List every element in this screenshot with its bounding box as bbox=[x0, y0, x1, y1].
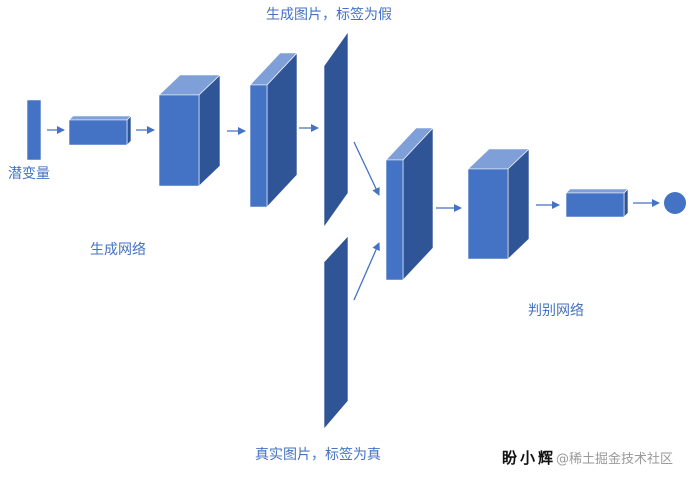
generator-layer-1-front bbox=[68, 119, 128, 146]
latent-variable-label: 潜变量 bbox=[8, 166, 50, 182]
discriminator-layer-3-side bbox=[623, 188, 629, 218]
discriminator-layer-2 bbox=[467, 148, 530, 260]
generator-layer-2 bbox=[158, 74, 221, 187]
discriminator-network-label: 判别网络 bbox=[528, 303, 584, 319]
fake-images-label: 生成图片，标签为假 bbox=[266, 7, 392, 23]
real-images-label: 真实图片，标签为真 bbox=[255, 447, 381, 463]
generated-images-slab-face bbox=[323, 31, 349, 228]
generator-network-label: 生成网络 bbox=[90, 242, 146, 258]
real-images-slab-face bbox=[323, 235, 349, 430]
generator-layer-3-front bbox=[249, 84, 268, 208]
generator-layer-2-side bbox=[198, 74, 221, 187]
discriminator-layer-1 bbox=[385, 127, 434, 281]
discriminator-layer-2-front bbox=[467, 168, 509, 260]
generator-layer-2-front bbox=[158, 94, 200, 187]
discriminator-layer-3-top bbox=[565, 188, 629, 194]
arrow-real-to-d1 bbox=[353, 242, 380, 301]
arrow-generated-to-d1 bbox=[353, 141, 380, 196]
generator-layer-3 bbox=[249, 52, 298, 208]
latent-vector-block bbox=[26, 99, 42, 161]
latent-vector-block-front bbox=[26, 99, 42, 161]
discriminator-layer-1-front bbox=[385, 159, 404, 281]
generator-layer-1 bbox=[68, 115, 132, 146]
discriminator-layer-3 bbox=[565, 188, 629, 218]
generator-layer-1-side bbox=[126, 115, 132, 146]
generator-layer-1-top bbox=[68, 115, 132, 121]
watermark-author: 盼小辉 bbox=[502, 449, 557, 467]
generated-images-slab bbox=[323, 31, 349, 228]
watermark: 盼小辉@稀土掘金技术社区 bbox=[502, 449, 673, 469]
discriminator-layer-3-front bbox=[565, 192, 625, 218]
watermark-site: @稀土掘金技术社区 bbox=[556, 452, 674, 467]
output-probability-node bbox=[664, 192, 686, 214]
real-images-slab bbox=[323, 235, 349, 430]
